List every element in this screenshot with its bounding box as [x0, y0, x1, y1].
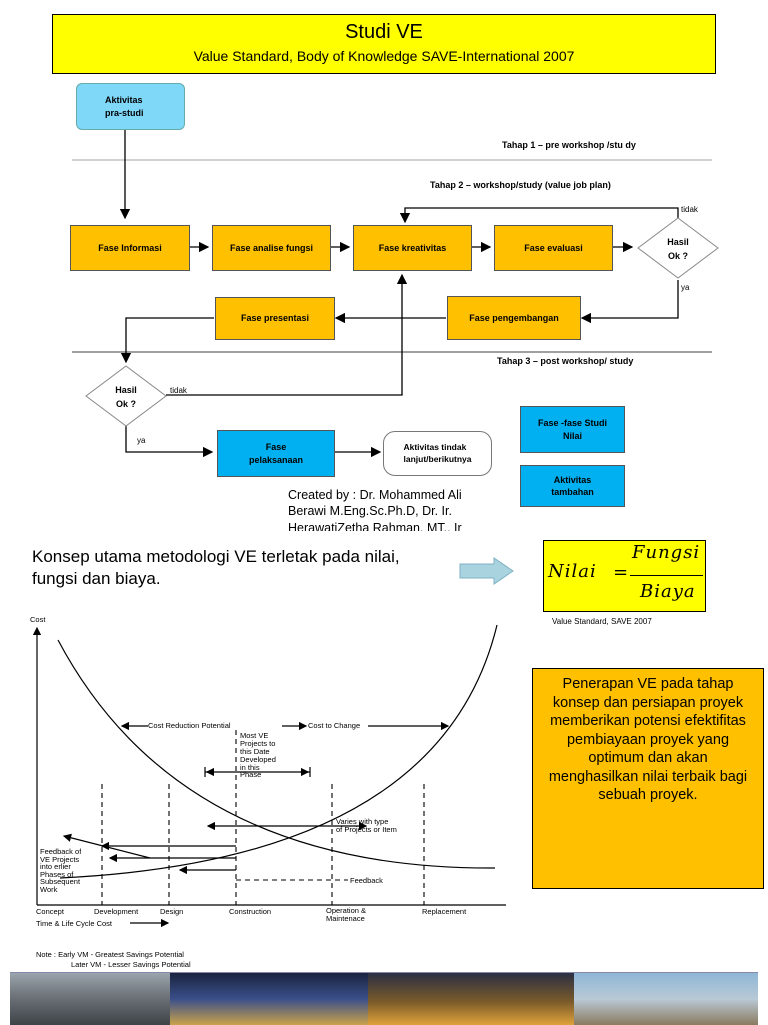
feedback-left-label: Feedback of VE Projects into erlier Phas… [40, 848, 82, 894]
ya-label-1: ya [681, 283, 690, 292]
formula-numerator: Fungsi [632, 542, 701, 563]
fase-pelaksanaan-box: Fase pelaksanaan [217, 430, 335, 477]
construction-photo [10, 973, 170, 1025]
formula-lhs: Nilai [548, 561, 597, 582]
fase-presentasi-box: Fase presentasi [215, 297, 335, 340]
formula-source: Value Standard, SAVE 2007 [552, 617, 652, 626]
crane-photo [574, 973, 758, 1025]
stage1-label: Tahap 1 – pre workshop /stu dy [502, 140, 636, 150]
pre-study-box: Aktivitas pra-studi [76, 83, 185, 130]
skyline-photo [368, 973, 574, 1025]
phase-operation: Operation & Maintenace [326, 906, 367, 924]
formula-box: Nilai = Fungsi Biaya [543, 540, 706, 612]
decision-diamond-1 [637, 217, 719, 279]
photo-strip [10, 972, 758, 1025]
credit-text: Created by : Dr. Mohammed Ali Berawi M.E… [288, 488, 462, 531]
fase-kreativitas-box: Fase kreativitas [353, 225, 472, 271]
title-banner: Studi VE Value Standard, Body of Knowled… [52, 14, 716, 74]
tidak-label-2: tidak [170, 386, 187, 395]
graph-y-label: Cost [30, 615, 46, 624]
cost-graph [32, 624, 506, 928]
stage3-label: Tahap 3 – post workshop/ study [497, 356, 634, 366]
arrow-right-icon [459, 557, 514, 585]
decision-2-label: Hasil Ok ? [115, 385, 137, 409]
flow-connectors [72, 130, 719, 458]
page-subtitle: Value Standard, Body of Knowledge SAVE-I… [193, 48, 575, 64]
fase-informasi-box: Fase Informasi [70, 225, 190, 271]
tidak-label-1: tidak [681, 205, 698, 214]
legend-fase-box: Fase -fase Studi Nilai [520, 406, 625, 453]
phase-concept: Concept [36, 907, 64, 916]
ya-label-2: ya [137, 436, 146, 445]
feedback-label: Feedback [350, 876, 383, 885]
stage2-label: Tahap 2 – workshop/study (value job plan… [430, 180, 611, 190]
phase-replacement: Replacement [422, 907, 467, 916]
most-ve-label: Most VE Projects to this Date Developed … [240, 731, 276, 780]
legend-aktivitas-box: Aktivitas tambahan [520, 465, 625, 507]
note-box: Penerapan VE pada tahap konsep dan persi… [532, 668, 764, 889]
cost-reduction-label: Cost Reduction Potential [148, 721, 231, 730]
aktivitas-tindak-box: Aktivitas tindak lanjut/berikutnya [383, 431, 492, 476]
graph-note-1: Note : Early VM - Greatest Savings Poten… [36, 950, 184, 959]
graph-x-label: Time & Life Cycle Cost [36, 919, 112, 928]
phase-construction: Construction [229, 907, 272, 916]
concept-text: Konsep utama metodologi VE terletak pada… [32, 547, 400, 589]
fase-evaluasi-box: Fase evaluasi [494, 225, 613, 271]
page-title: Studi VE [345, 21, 423, 43]
fase-analise-box: Fase analise fungsi [212, 225, 331, 271]
cost-to-change-label: Cost to Change [308, 721, 361, 730]
fraction-bar [630, 575, 703, 576]
decision-diamond-2 [85, 365, 167, 427]
phase-design: Design [160, 907, 184, 916]
graph-note-2: Later VM - Lesser Savings Potential [71, 960, 191, 969]
phase-development: Development [94, 907, 139, 916]
formula-denominator: Biaya [640, 581, 696, 602]
city-night-photo [170, 973, 368, 1025]
varies-label: Varies with type of Projects or Item [336, 817, 397, 835]
decision-1-label: Hasil Ok ? [667, 237, 689, 261]
fase-pengembangan-box: Fase pengembangan [447, 296, 581, 340]
